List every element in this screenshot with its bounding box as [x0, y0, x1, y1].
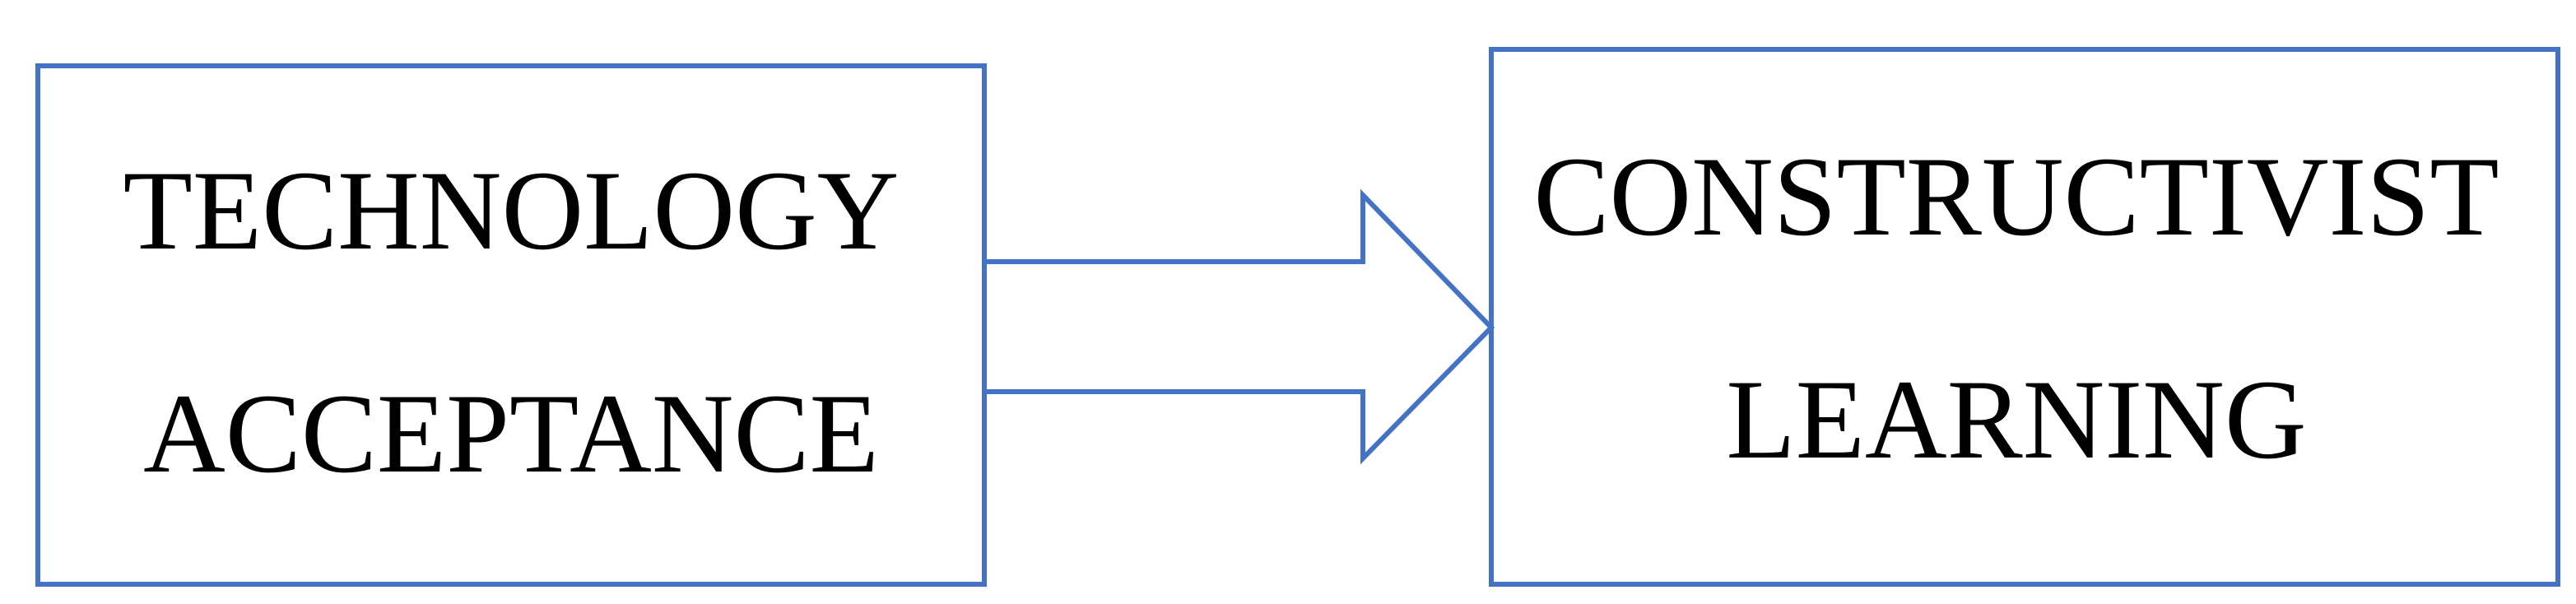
technology-acceptance-line-2: ACCEPTANCE: [143, 370, 879, 496]
constructivist-learning-line-2: LEARNING: [1726, 356, 2306, 482]
constructivist-learning-line-1: CONSTRUCTIVIST: [1533, 133, 2499, 259]
constructivist-learning-box: [1489, 47, 2560, 587]
technology-acceptance-line-1: TECHNOLOGY: [123, 147, 900, 273]
technology-acceptance-box: [35, 63, 987, 587]
block-arrow-connector: [982, 188, 1495, 465]
